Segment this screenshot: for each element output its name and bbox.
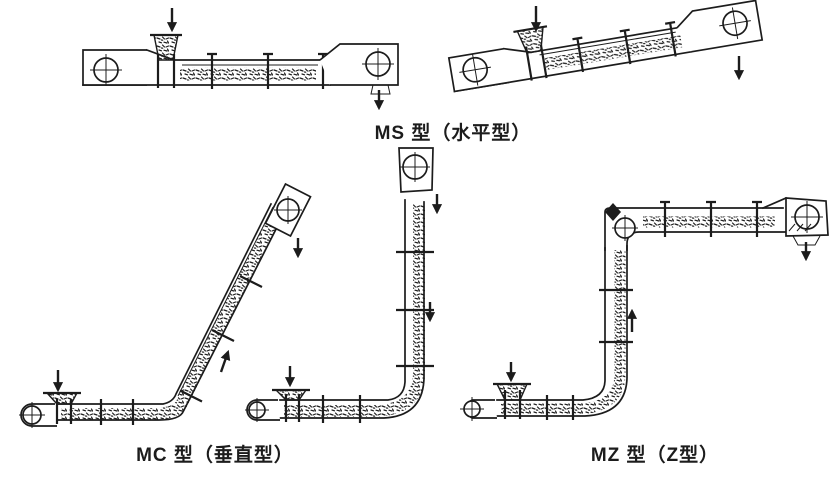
flange-ticks <box>207 52 328 89</box>
flange-ticks-top <box>660 200 762 237</box>
figure-mc-vertical-conveyor <box>245 147 443 423</box>
head-housing <box>398 147 434 193</box>
tail-housing <box>19 402 57 428</box>
tail-housing <box>460 397 497 421</box>
trough <box>496 200 794 420</box>
incline-flange-ticks <box>179 275 263 403</box>
head-housing <box>264 182 312 238</box>
figure-mz-z-conveyor <box>460 196 829 421</box>
trough <box>279 199 434 423</box>
feed-hopper <box>493 382 531 419</box>
flange-ticks <box>572 21 677 73</box>
tail-housing <box>245 398 280 422</box>
material-band <box>61 206 285 420</box>
caption-mc: MC 型（垂直型） <box>136 445 294 466</box>
feed-hopper <box>150 33 182 88</box>
corner-diamond-icon <box>605 203 621 221</box>
material-band-lower <box>501 250 626 415</box>
flange-ticks-vertical <box>599 288 633 344</box>
tilted-conveyor-body <box>447 0 764 93</box>
figure-ms-horizontal-conveyor-left <box>82 8 399 111</box>
feed-hopper <box>43 391 81 424</box>
figure-ms-horizontal-conveyor-right <box>447 0 764 93</box>
corner-bend <box>605 203 638 241</box>
travel-arrow-icon <box>219 349 231 373</box>
material-band <box>544 35 683 71</box>
head-housing <box>676 0 764 53</box>
flange-ticks <box>99 399 135 425</box>
flange-ticks <box>321 395 362 423</box>
flange-ticks-bottom <box>545 395 575 420</box>
discharge-chute <box>370 84 391 95</box>
caption-ms: MS 型（水平型） <box>374 123 532 144</box>
caption-mz: MZ 型（Z型） <box>590 445 720 466</box>
tail-housing <box>82 48 176 86</box>
material-band <box>284 204 425 417</box>
feed-hopper <box>272 388 310 422</box>
head-housing <box>761 196 829 246</box>
vertical-flange-ticks <box>396 250 434 368</box>
figure-mc-inclined-conveyor <box>19 182 312 428</box>
head-housing <box>319 43 399 95</box>
feed-hopper <box>513 25 548 81</box>
tail-housing <box>447 47 532 93</box>
trough <box>56 202 287 425</box>
